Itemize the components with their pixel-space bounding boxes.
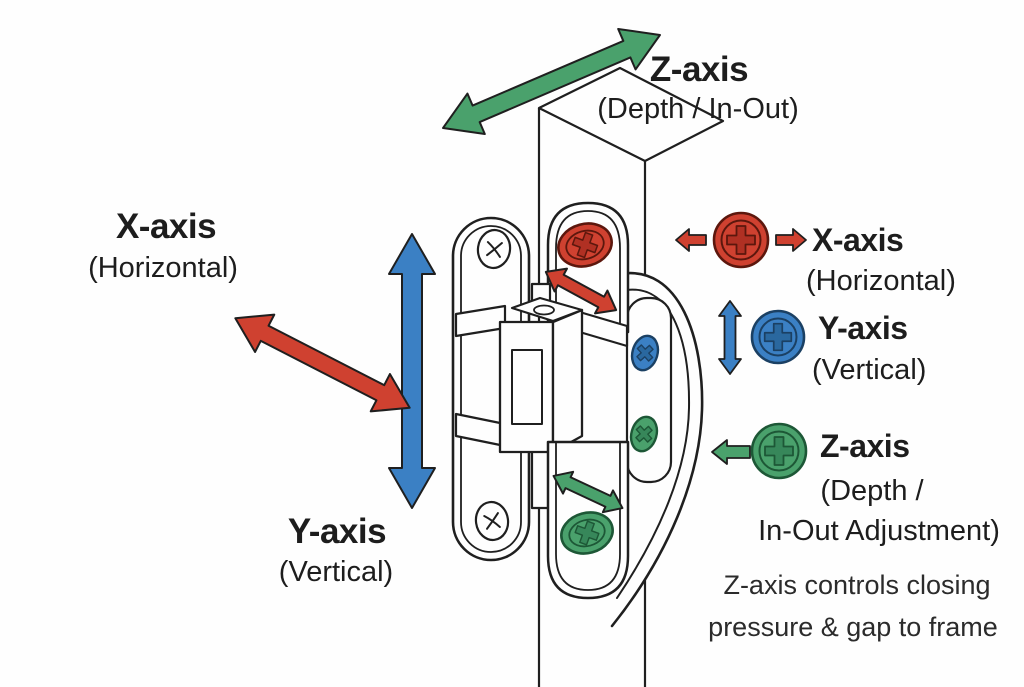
legend-y-title: Y-axis <box>818 310 908 346</box>
x-adjust-screw-icon <box>557 222 613 268</box>
y-axis-subtitle: (Vertical) <box>278 556 394 588</box>
hinge-drawing <box>451 201 704 628</box>
mount-screw-bottom-icon <box>474 500 510 542</box>
y-axis-arrow <box>388 233 436 509</box>
legend-y-screw-icon <box>750 309 806 365</box>
mount-screw-top-icon <box>476 228 512 270</box>
legend-z-arrow <box>711 439 751 465</box>
z-depth-screw-icon <box>560 511 614 555</box>
legend-z-screw-icon <box>750 422 808 480</box>
z-adjust-arrow <box>552 470 624 514</box>
legend-x-title: X-axis <box>812 222 904 258</box>
z-axis-title: Z-axis <box>649 50 749 89</box>
legend-y-subtitle: (Vertical) <box>812 354 927 386</box>
x-axis-title: X-axis <box>115 207 217 246</box>
y-adjust-screw-icon <box>630 334 660 372</box>
legend-z-subtitle-line1: (Depth / <box>820 475 924 507</box>
legend-x-subtitle: (Horizontal) <box>806 265 956 297</box>
z-adjust-screw-icon <box>629 415 659 453</box>
adjustment-screw-band <box>625 296 673 484</box>
legend-graphics <box>675 211 808 480</box>
legend-x-arrow-right <box>775 228 807 252</box>
legend-x-arrow-left <box>675 228 707 252</box>
z-axis-note-line1: Z-axis controls closing <box>723 570 991 600</box>
z-axis-note-line2: pressure & gap to frame <box>708 612 998 642</box>
legend-z-subtitle-line2: In-Out Adjustment) <box>758 515 1000 547</box>
x-axis-subtitle: (Horizontal) <box>88 252 238 284</box>
bottom-center-plate <box>546 440 630 600</box>
x-adjust-arrow <box>544 267 618 315</box>
legend-y-arrow <box>718 300 742 375</box>
z-axis-subtitle: (Depth / In-Out) <box>597 93 799 125</box>
y-axis-title: Y-axis <box>287 512 387 551</box>
z-axis-arrow <box>442 27 661 136</box>
legend-z-title: Z-axis <box>820 428 910 464</box>
x-axis-arrow <box>234 313 411 413</box>
legend-x-screw-icon <box>712 211 770 269</box>
